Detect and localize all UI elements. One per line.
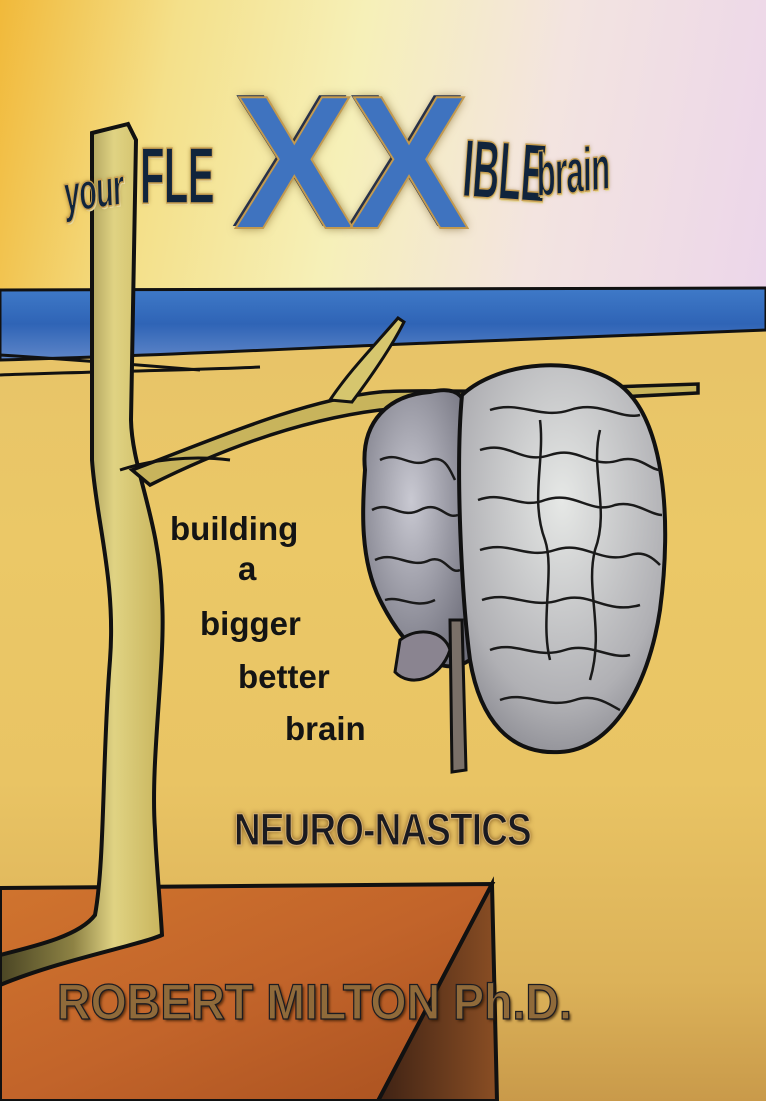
- title-part1: FLE: [140, 130, 215, 221]
- book-title: your FLE XX IBLE brain: [59, 67, 700, 260]
- sea: [0, 286, 766, 377]
- subtitle-line-4: better: [238, 658, 330, 695]
- subtitle-line-5: brain: [285, 710, 366, 747]
- subtitle-line-1: building: [170, 510, 299, 547]
- brain: [361, 363, 668, 774]
- author-name: ROBERT MILTON Ph.D.: [56, 973, 572, 1030]
- title-prefix: your: [59, 158, 128, 225]
- title-xx: XX: [233, 57, 470, 269]
- series-name: NEURO-NASTICS: [234, 803, 533, 855]
- subtitle-line-3: bigger: [200, 605, 301, 642]
- title-suffix: brain: [532, 133, 613, 211]
- subtitle-line-2: a: [238, 550, 257, 587]
